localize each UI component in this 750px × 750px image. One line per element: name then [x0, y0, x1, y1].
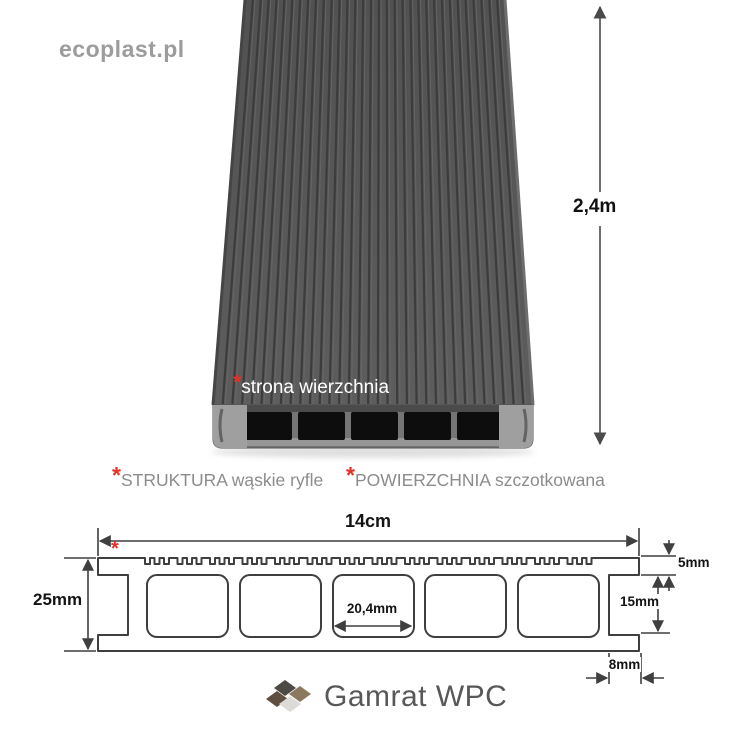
- cross-section-drawing: [64, 528, 676, 684]
- asterisk-icon: *: [233, 371, 242, 394]
- dim-top-wall-label: 5mm: [678, 555, 710, 570]
- board-right-edge: [503, 0, 535, 406]
- feature-structure-label: * STRUKTURA wąskie ryfle: [112, 462, 324, 491]
- length-dimension-arrow: [593, 5, 607, 446]
- dim-height-label: 25mm: [33, 590, 83, 609]
- gamrat-logo-icon: [266, 680, 311, 712]
- hollow-chamber: [404, 412, 451, 440]
- board-left-endcap: [213, 405, 247, 448]
- length-dimension-label: 2,4m: [571, 196, 619, 218]
- board-right-endcap: [499, 405, 533, 448]
- board-front-face: [212, 404, 534, 449]
- dim-chamber-width-label: 20,4mm: [346, 601, 398, 616]
- board-shadow: [211, 446, 535, 458]
- board-left-edge: [211, 0, 247, 406]
- hollow-chamber: [298, 412, 345, 440]
- hollow-chamber: [351, 412, 398, 440]
- asterisk-icon: *: [346, 462, 355, 488]
- hollow-chamber: [245, 412, 292, 440]
- asterisk-icon: *: [112, 462, 121, 488]
- hollow-chamber: [457, 412, 504, 440]
- brand-name: Gamrat WPC: [324, 680, 508, 713]
- feature-surface-label: * POWIERZCHNIA szczotkowana: [346, 462, 605, 491]
- ecoplast-watermark: ecoplast.pl: [59, 36, 185, 62]
- dim-width-label: 14cm: [344, 511, 392, 531]
- dim-chamber-height-label: 15mm: [619, 594, 661, 609]
- surface-side-note: * strona wierzchnia: [233, 371, 390, 398]
- decking-board-3d-view: [211, 0, 535, 458]
- asterisk-icon: *: [111, 538, 119, 560]
- board-groove-stripes: [221, 0, 527, 405]
- dim-bottom-edge-label: 8mm: [608, 657, 641, 672]
- brand-logo: Gamrat WPC: [266, 678, 507, 716]
